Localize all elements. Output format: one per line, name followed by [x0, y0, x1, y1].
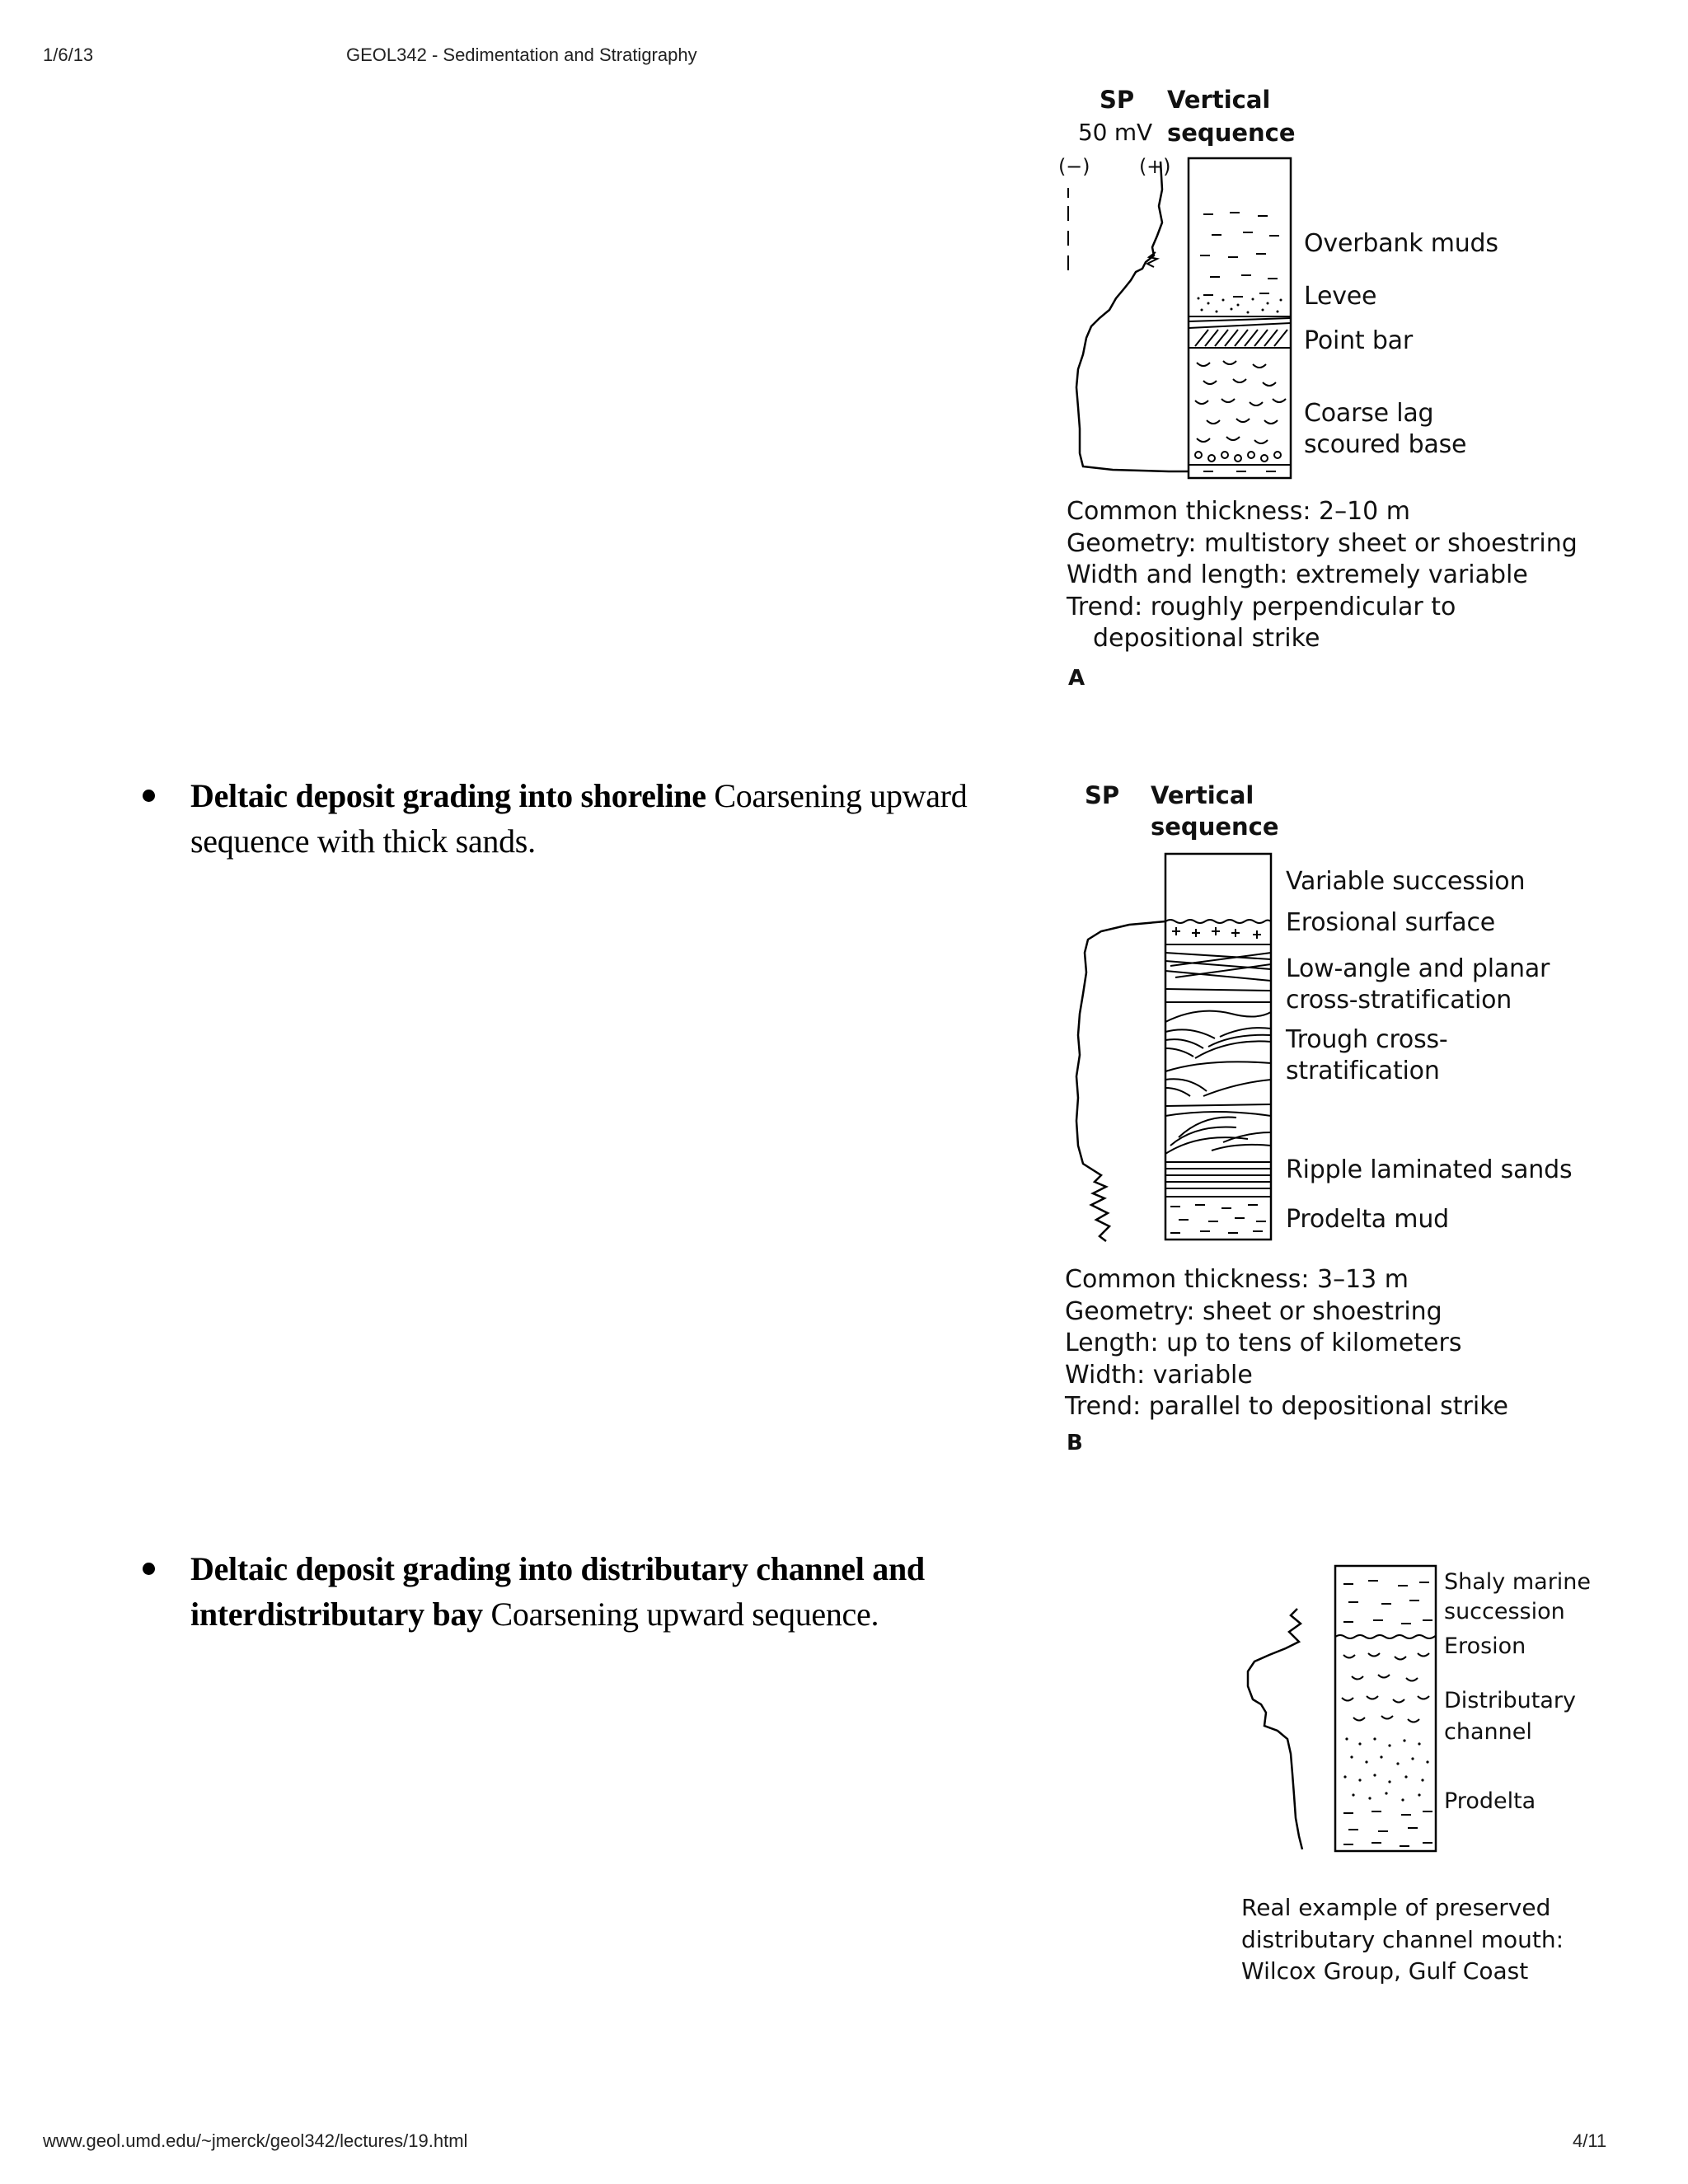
- figure-b-layer-prodelta: Prodelta mud: [1286, 1205, 1449, 1234]
- figure-c-caption-line-3: Wilcox Group, Gulf Coast: [1241, 1956, 1564, 1988]
- bullet-shoreline: Deltaic deposit grading into shoreline C…: [144, 773, 1001, 864]
- figure-b-letter: B: [1067, 1431, 1083, 1455]
- header-title: GEOL342 - Sedimentation and Stratigraphy: [346, 45, 697, 66]
- figure-b-info-trend: Trend: parallel to depositional strike: [1065, 1391, 1508, 1423]
- header-date: 1/6/13: [43, 45, 93, 66]
- figure-b-vertical-label: Vertical: [1151, 781, 1254, 809]
- figure-b-info-thickness: Common thickness: 3–13 m: [1065, 1264, 1508, 1296]
- figure-b-layer-variable: Variable succession: [1286, 867, 1525, 896]
- figure-a-sp-label: SP: [1100, 86, 1134, 114]
- figure-a-sequence-label: sequence: [1167, 119, 1296, 147]
- figure-b: SP Vertical sequence Variable succession…: [1047, 775, 1582, 1475]
- figure-a-sp-scale: 50 mV: [1078, 119, 1152, 146]
- figure-c-layer-shaly: Shaly marine: [1444, 1569, 1591, 1595]
- figure-b-layer-stratification: stratification: [1286, 1057, 1440, 1085]
- figure-a-layer-coarse-lag: Coarse lag: [1304, 399, 1433, 428]
- figure-b-layer-erosional: Erosional surface: [1286, 908, 1495, 937]
- figure-c-caption-line-2: distributary channel mouth:: [1241, 1924, 1564, 1957]
- figure-a-sp-negative: (−): [1058, 155, 1090, 178]
- figure-c: Shaly marine succession Erosion Distribu…: [1236, 1556, 1599, 2001]
- figure-b-layer-ripple: Ripple laminated sands: [1286, 1155, 1572, 1184]
- figure-c-layer-channel: channel: [1444, 1719, 1532, 1745]
- bullet-marker: [143, 1563, 155, 1575]
- figure-a-info-thickness: Common thickness: 2–10 m: [1067, 496, 1578, 528]
- figure-b-sp-label: SP: [1085, 781, 1119, 809]
- figure-c-caption-line-1: Real example of preserved: [1241, 1892, 1564, 1924]
- figure-b-layer-cross-strat: cross-stratification: [1286, 986, 1512, 1015]
- figure-a-vertical-label: Vertical: [1167, 86, 1270, 114]
- figure-b-info-width: Width: variable: [1065, 1360, 1508, 1392]
- figure-b-info-geometry: Geometry: sheet or shoestring: [1065, 1296, 1508, 1329]
- bullet-distributary: Deltaic deposit grading into distributar…: [144, 1546, 1001, 1637]
- figure-a-layer-point-bar: Point bar: [1304, 326, 1413, 355]
- figure-a-info-trend: Trend: roughly perpendicular to: [1067, 592, 1578, 624]
- figure-a-info-width-length: Width and length: extremely variable: [1067, 560, 1578, 592]
- bullet-distributary-text: Coarsening upward sequence.: [483, 1596, 879, 1633]
- footer-page-number: 4/11: [1573, 2130, 1606, 2152]
- figure-b-info-length: Length: up to tens of kilometers: [1065, 1328, 1508, 1360]
- figure-b-sequence-label: sequence: [1151, 813, 1279, 841]
- figure-a-layer-scoured-base: scoured base: [1304, 430, 1466, 459]
- figure-a-info-trend-cont: depositional strike: [1067, 623, 1578, 655]
- figure-a-sp-positive: (+): [1139, 155, 1170, 178]
- footer-url[interactable]: www.geol.umd.edu/~jmerck/geol342/lecture…: [43, 2130, 467, 2152]
- figure-a-layer-levee: Levee: [1304, 282, 1376, 311]
- figure-a-info-geometry: Geometry: multistory sheet or shoestring: [1067, 528, 1578, 560]
- figure-a-info: Common thickness: 2–10 m Geometry: multi…: [1067, 496, 1578, 655]
- figure-b-layer-low-angle: Low-angle and planar: [1286, 954, 1550, 983]
- figure-c-layer-succession: succession: [1444, 1599, 1565, 1624]
- figure-c-layer-prodelta: Prodelta: [1444, 1788, 1536, 1814]
- figure-b-info: Common thickness: 3–13 m Geometry: sheet…: [1065, 1264, 1508, 1423]
- figure-c-caption: Real example of preserved distributary c…: [1241, 1892, 1564, 1988]
- figure-c-layer-erosion: Erosion: [1444, 1633, 1526, 1659]
- figure-a-layer-overbank: Overbank muds: [1304, 229, 1498, 258]
- bullet-marker: [143, 790, 155, 802]
- figure-c-layer-distributary: Distributary: [1444, 1688, 1576, 1713]
- figure-a-letter: A: [1068, 666, 1085, 691]
- figure-a: SP Vertical 50 mV sequence (−) (+) Overb…: [1047, 82, 1582, 709]
- figure-b-layer-trough: Trough cross-: [1286, 1025, 1448, 1054]
- bullet-shoreline-bold: Deltaic deposit grading into shoreline: [190, 777, 706, 814]
